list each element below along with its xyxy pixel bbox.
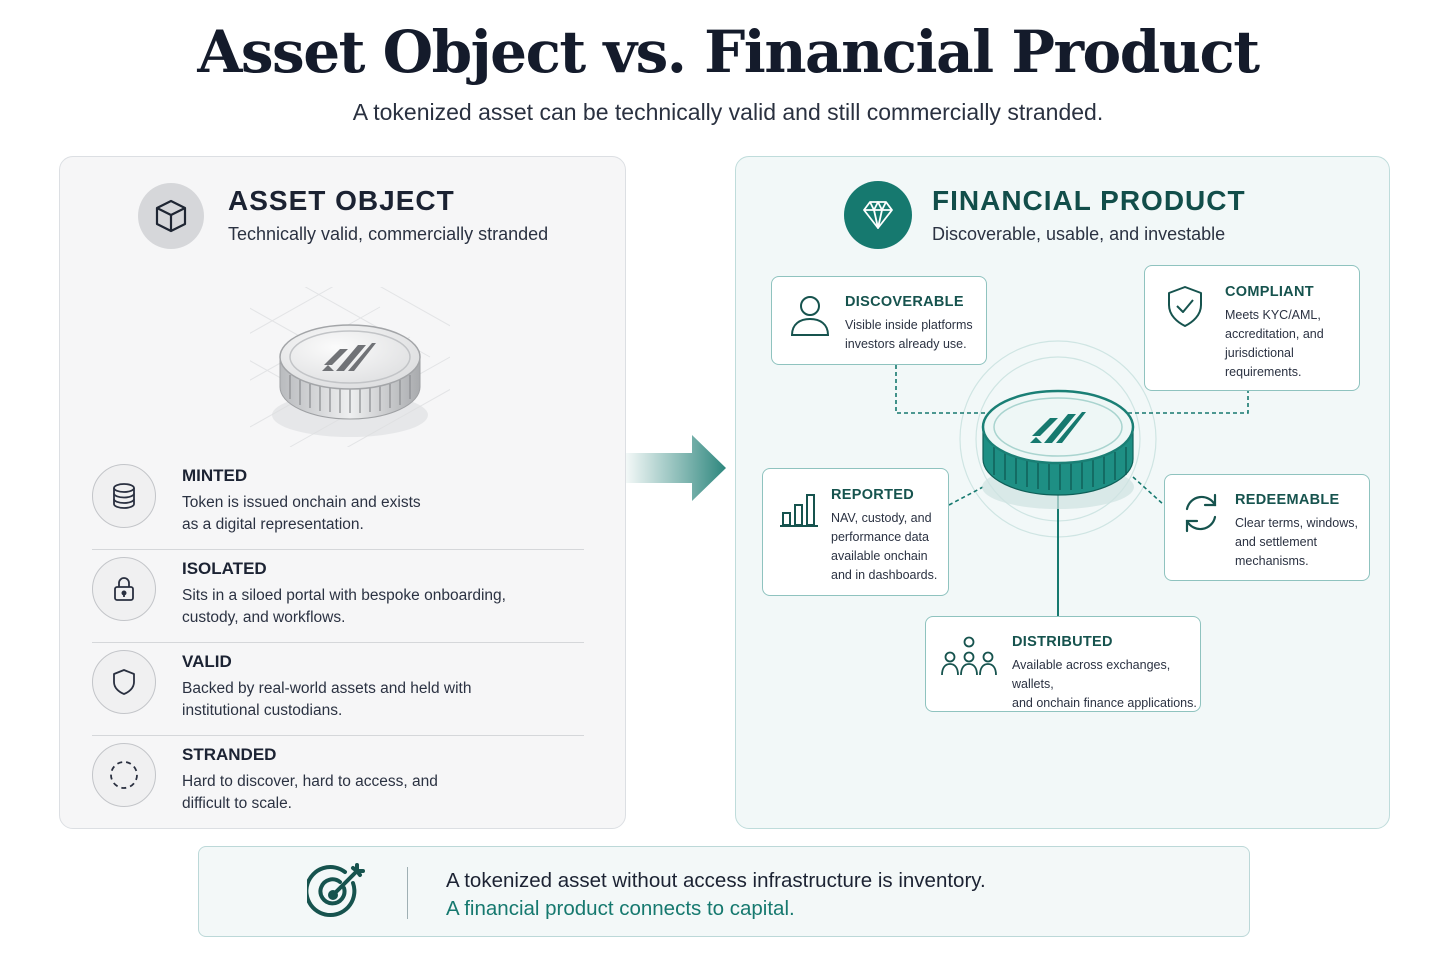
people-network-icon [941, 636, 997, 676]
database-icon [92, 464, 156, 528]
property-title: ISOLATED [182, 559, 267, 578]
property-description: Backed by real-world assets and held wit… [182, 680, 472, 719]
dashed-circle-icon [92, 743, 156, 807]
card-title: REPORTED [831, 487, 914, 503]
asset-object-properties: MINTED Token is issued onchain and exist… [92, 457, 584, 828]
asset-object-subtitle: Technically valid, commercially stranded [228, 224, 549, 244]
card-distributed: DISTRIBUTED Available across exchanges, … [925, 616, 1201, 712]
card-compliant: COMPLIANT Meets KYC/AML, accreditation, … [1144, 265, 1360, 391]
asset-object-title: ASSET OBJECT [228, 185, 455, 216]
page-title: Asset Object vs. Financial Product [197, 18, 1260, 86]
bar-chart-icon [780, 494, 818, 527]
cube-icon [138, 183, 204, 249]
property-stranded: STRANDED Hard to discover, hard to acces… [92, 736, 584, 828]
conclusion-banner: A tokenized asset without access infrast… [198, 846, 1250, 937]
card-title: DISCOVERABLE [845, 294, 964, 310]
banner-statement: A tokenized asset without access infrast… [446, 869, 986, 892]
property-isolated: ISOLATED Sits in a siloed portal with be… [92, 550, 584, 643]
refresh-icon [1185, 493, 1217, 533]
gray-coin-illustration [250, 287, 450, 447]
financial-product-panel: FINANCIAL PRODUCT Discoverable, usable, … [735, 156, 1390, 829]
shield-icon [92, 650, 156, 714]
card-reported: REPORTED NAV, custody, and performance d… [762, 468, 949, 596]
card-redeemable: REDEEMABLE Clear terms, windows, and set… [1164, 474, 1370, 581]
diamond-icon [844, 181, 912, 249]
property-title: STRANDED [182, 745, 277, 764]
banner-divider [407, 867, 408, 919]
card-title: DISTRIBUTED [1012, 634, 1113, 650]
page-subtitle: A tokenized asset can be technically val… [352, 99, 1104, 125]
user-icon [790, 296, 830, 336]
property-description: Sits in a siloed portal with bespoke onb… [182, 587, 506, 626]
financial-product-subtitle: Discoverable, usable, and investable [932, 224, 1226, 244]
shield-check-icon [1168, 286, 1202, 327]
card-discoverable: DISCOVERABLE Visible inside platforms in… [771, 276, 987, 365]
property-description: Token is issued onchain and exists as a … [182, 494, 421, 533]
asset-object-panel: ASSET OBJECT Technically valid, commerci… [59, 156, 626, 829]
financial-product-title: FINANCIAL PRODUCT [932, 185, 1246, 216]
property-description: Hard to discover, hard to access, and di… [182, 773, 438, 812]
card-description: Meets KYC/AML, accreditation, and jurisd… [1225, 308, 1324, 379]
property-title: MINTED [182, 466, 248, 485]
property-valid: VALID Backed by real-world assets and he… [92, 643, 584, 736]
banner-conclusion: A financial product connects to capital. [446, 897, 795, 920]
card-title: COMPLIANT [1225, 284, 1314, 300]
card-description: Clear terms, windows, and settlement mec… [1235, 516, 1358, 568]
card-title: REDEEMABLE [1235, 492, 1340, 508]
property-minted: MINTED Token is issued onchain and exist… [92, 457, 584, 550]
card-description: Visible inside platforms investors alrea… [845, 318, 973, 351]
target-icon [307, 863, 365, 917]
lock-icon [92, 557, 156, 621]
transition-arrow [626, 435, 726, 501]
hub-connectors [895, 340, 1249, 617]
card-description: Available across exchanges, wallets, and… [1012, 658, 1197, 710]
property-title: VALID [182, 652, 232, 671]
card-description: NAV, custody, and performance data avail… [831, 511, 938, 582]
